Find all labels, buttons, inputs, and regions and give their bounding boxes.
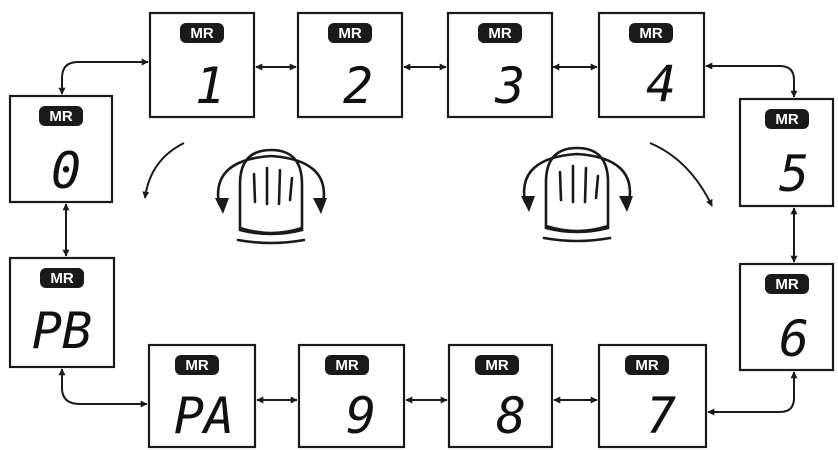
- mr-badge: [625, 355, 669, 375]
- mr-label: MR: [338, 25, 361, 42]
- channel-digit: 6: [779, 310, 809, 368]
- mr-badge: [478, 23, 522, 43]
- channel-box-1: MR 1: [148, 11, 256, 119]
- channel-box-2: MR 2: [296, 11, 404, 119]
- mr-label: MR: [485, 357, 508, 374]
- channel-digit: 0: [51, 142, 81, 200]
- connector-pa-pb: [58, 368, 148, 408]
- channel-digit: 5: [779, 145, 809, 203]
- channel-digit: 2: [343, 57, 373, 115]
- channel-box-pa: MR PA: [147, 343, 257, 449]
- channel-box-9: MR 9: [297, 343, 406, 449]
- connector-6-7: [707, 371, 798, 416]
- mr-label: MR: [775, 111, 798, 128]
- mr-badge: [39, 106, 83, 126]
- mr-badge: [765, 109, 809, 129]
- mr-label: MR: [49, 108, 72, 125]
- mr-label: MR: [639, 25, 662, 42]
- channel-digit: PB: [32, 302, 92, 360]
- mr-label: MR: [775, 276, 798, 293]
- channel-digit: 9: [346, 387, 376, 445]
- mr-badge: [180, 23, 224, 43]
- mr-label: MR: [488, 25, 511, 42]
- channel-box-0: MR 0: [8, 94, 114, 204]
- channel-digit: 8: [496, 387, 526, 445]
- channel-digit: 4: [646, 55, 676, 113]
- connectors: [58, 58, 798, 416]
- mr-badge: [328, 23, 372, 43]
- channel-box-7: MR 7: [597, 343, 708, 449]
- mr-label: MR: [190, 25, 213, 42]
- mr-badge: [629, 23, 673, 43]
- mr-badge: [765, 274, 809, 294]
- rotary-knob-icon: [215, 148, 327, 245]
- clockwise-arrow-icon: [649, 142, 713, 207]
- mr-badge: [175, 355, 219, 375]
- channel-box-5: MR 5: [738, 97, 835, 208]
- channel-digit: 1: [195, 57, 225, 115]
- counterclockwise-arrow-icon: [142, 142, 185, 199]
- channel-digit: PA: [174, 387, 234, 445]
- connector-0-1: [58, 58, 149, 95]
- channel-box-6: MR 6: [738, 262, 835, 372]
- channel-boxes: MR 0 MR 1 MR 2 MR 3 MR 4: [8, 11, 835, 449]
- rotary-knob-icon: [521, 146, 633, 243]
- mr-label: MR: [185, 357, 208, 374]
- channel-box-8: MR 8: [447, 343, 554, 449]
- channel-digit: 7: [646, 387, 676, 445]
- channel-box-pb: MR PB: [8, 256, 116, 369]
- mr-label: MR: [635, 357, 658, 374]
- channel-box-4: MR 4: [597, 11, 706, 119]
- mr-badge: [40, 268, 84, 288]
- channel-box-3: MR 3: [446, 11, 554, 119]
- mr-label: MR: [50, 270, 73, 287]
- mr-label: MR: [335, 357, 358, 374]
- mr-badge: [475, 355, 519, 375]
- channel-digit: 3: [494, 57, 525, 115]
- connector-4-5: [705, 62, 798, 98]
- mr-badge: [325, 355, 369, 375]
